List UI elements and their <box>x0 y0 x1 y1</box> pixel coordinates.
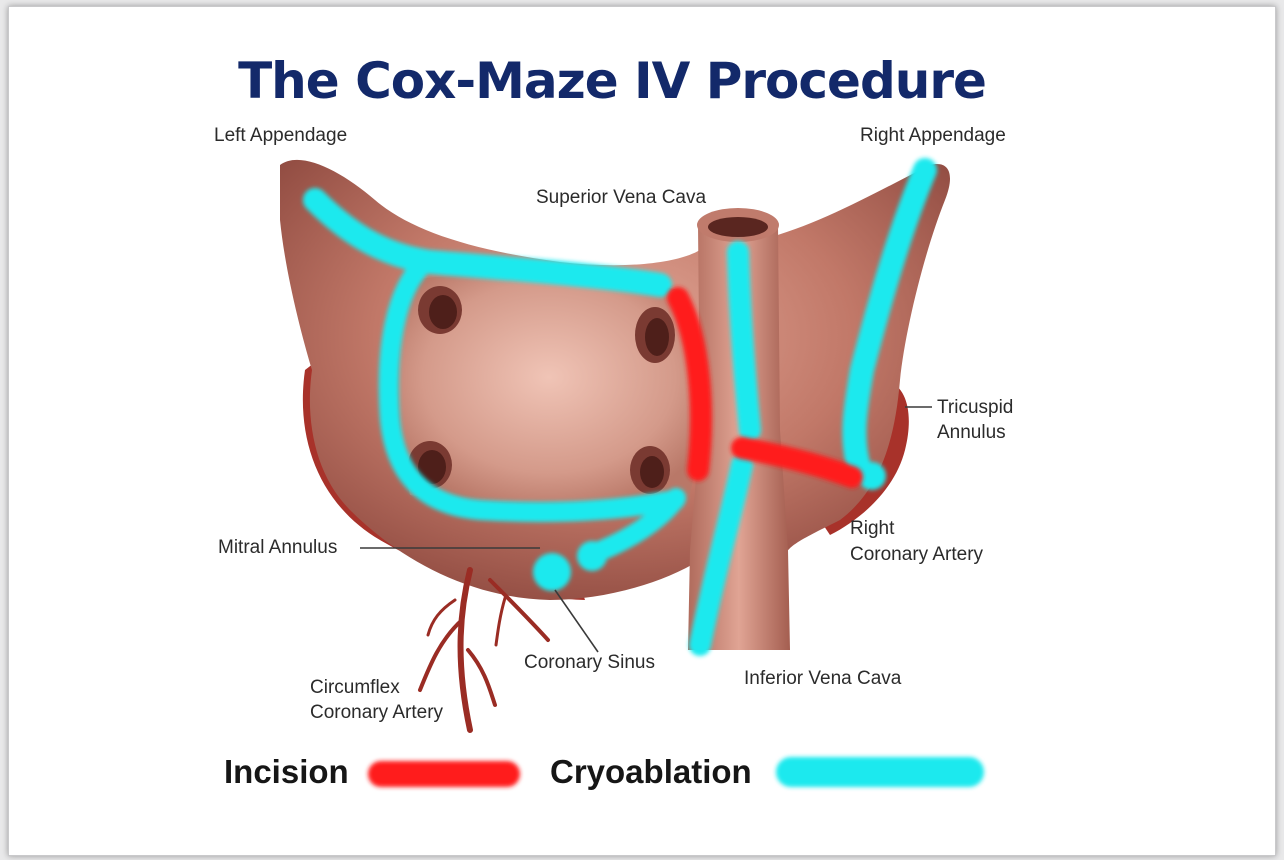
label-mitral-annulus: Mitral Annulus <box>218 535 337 561</box>
label-left-appendage: Left Appendage <box>214 123 347 149</box>
label-circumflex-2: Coronary Artery <box>310 700 443 726</box>
label-right-coronary-2: Coronary Artery <box>850 542 983 568</box>
legend-cryoablation-label: Cryoablation <box>550 753 752 791</box>
label-tricuspid-annulus-2: Annulus <box>937 420 1006 446</box>
label-right-appendage: Right Appendage <box>860 123 1006 149</box>
label-inferior-vena-cava: Inferior Vena Cava <box>744 666 901 692</box>
legend-cryoablation-swatch <box>776 757 984 787</box>
label-tricuspid-annulus-1: Tricuspid <box>937 395 1013 421</box>
label-circumflex-1: Circumflex <box>310 675 400 701</box>
label-coronary-sinus: Coronary Sinus <box>524 650 655 676</box>
legend-incision-swatch <box>368 761 520 787</box>
legend-incision-label: Incision <box>224 753 349 791</box>
label-right-coronary-1: Right <box>850 516 894 542</box>
label-superior-vena-cava: Superior Vena Cava <box>536 185 706 211</box>
